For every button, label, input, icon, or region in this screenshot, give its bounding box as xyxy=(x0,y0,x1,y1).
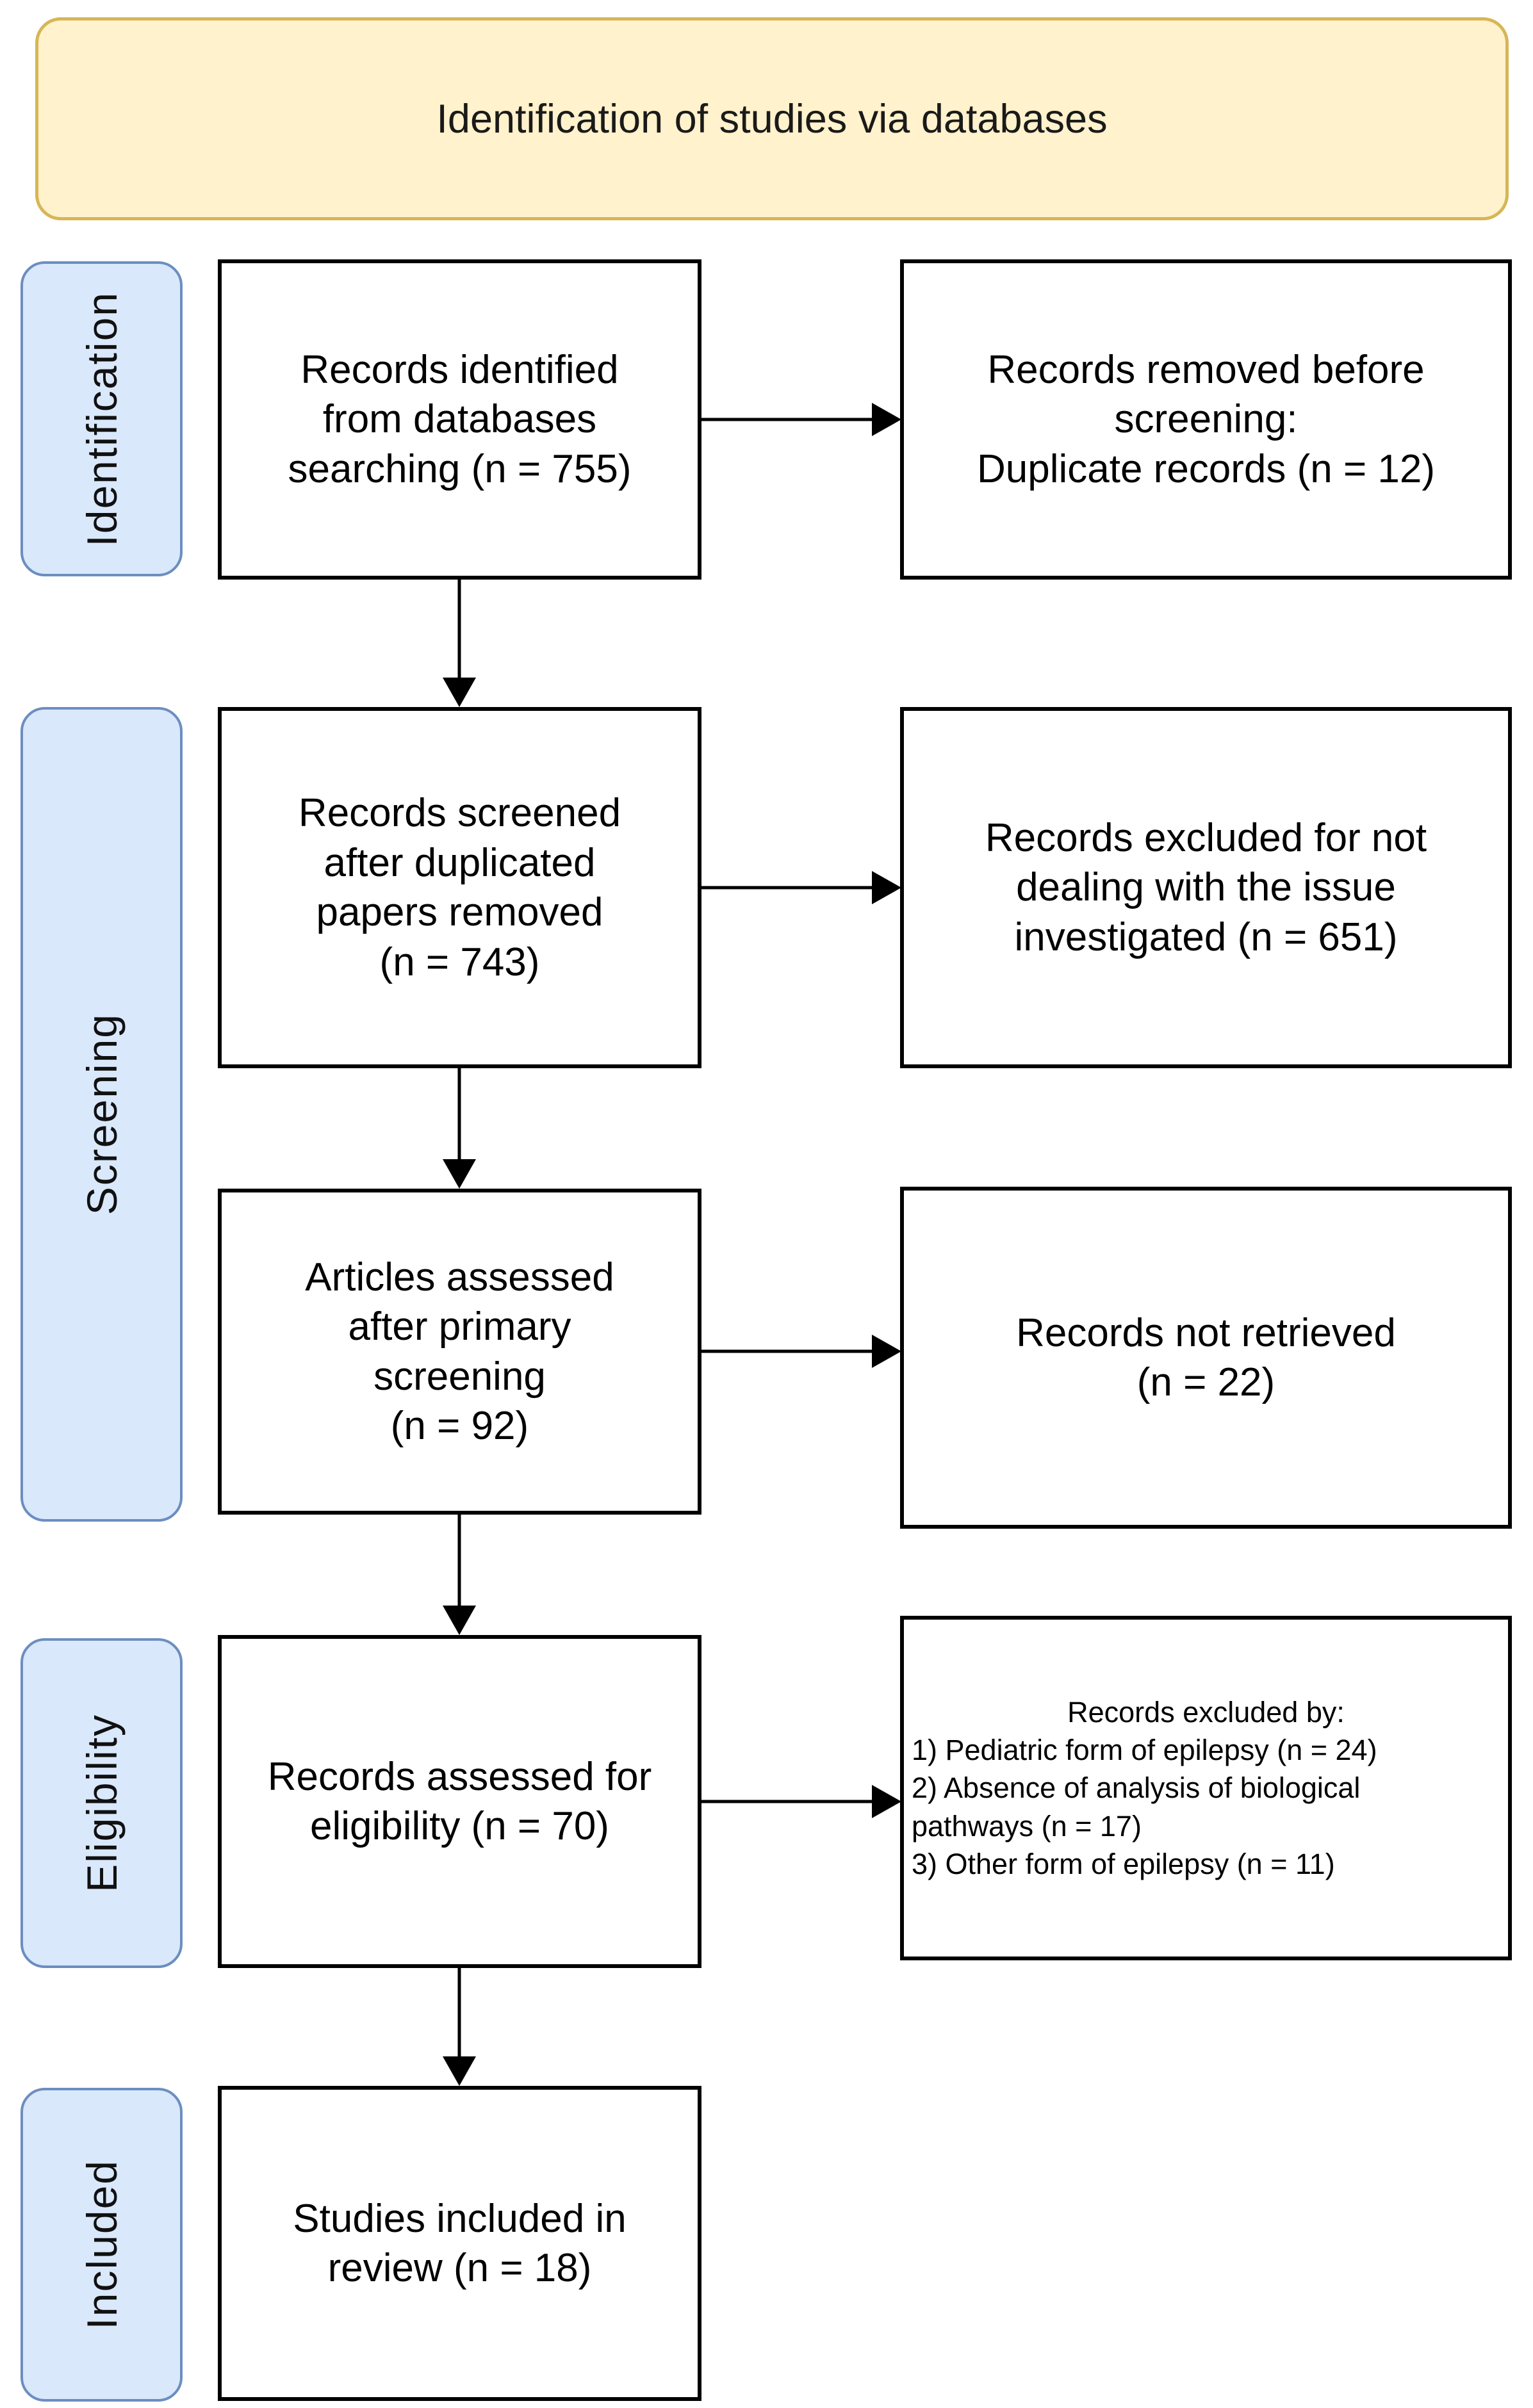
arrow-articles-to-eligibility xyxy=(443,1515,476,1635)
arrow-shaft xyxy=(457,1968,461,2062)
arrow-head-down-icon xyxy=(443,1159,476,1189)
box-records-identified-text: Records identified from databases search… xyxy=(288,347,632,491)
box-studies-included-text: Studies included in review (n = 18) xyxy=(293,2196,627,2291)
box-records-assessed-eligibility: Records assessed for eligibility (n = 70… xyxy=(218,1635,701,1968)
arrow-head-right-icon xyxy=(872,1335,901,1368)
arrow-eligibility-to-included xyxy=(443,1968,476,2086)
stage-label-identification-text: Identification xyxy=(78,291,126,547)
arrow-articles-to-not-retrieved xyxy=(701,1335,901,1368)
box-records-identified: Records identified from databases search… xyxy=(218,259,701,580)
box-records-removed-text: Records removed before screening: Duplic… xyxy=(976,347,1436,491)
arrow-screened-to-articles xyxy=(443,1068,476,1189)
box-records-excluded-by: Records excluded by: 1) Pediatric form o… xyxy=(900,1616,1512,1960)
stage-label-screening-text: Screening xyxy=(78,1013,126,1216)
box-records-screened: Records screened after duplicated papers… xyxy=(218,707,701,1068)
box-records-screened-text: Records screened after duplicated papers… xyxy=(298,791,621,984)
arrow-shaft xyxy=(701,1800,877,1803)
stage-label-included: Included xyxy=(20,2088,183,2402)
box-articles-assessed: Articles assessed after primary screenin… xyxy=(218,1189,701,1515)
arrow-shaft xyxy=(457,1068,461,1164)
arrow-head-down-icon xyxy=(443,2056,476,2086)
arrow-head-right-icon xyxy=(872,1785,901,1818)
records-excluded-by-title: Records excluded by: xyxy=(1067,1695,1345,1729)
box-records-not-retrieved-text: Records not retrieved (n = 22) xyxy=(1016,1310,1396,1405)
arrow-shaft xyxy=(701,418,877,421)
arrow-identified-to-removed xyxy=(701,403,901,436)
banner-title: Identification of studies via databases xyxy=(436,96,1108,142)
arrow-head-down-icon xyxy=(443,678,476,707)
stage-label-identification: Identification xyxy=(20,261,183,576)
arrow-shaft xyxy=(701,886,877,890)
arrow-identified-to-screened xyxy=(443,580,476,707)
arrow-screened-to-excluded-issue xyxy=(701,871,901,904)
banner: Identification of studies via databases xyxy=(35,17,1509,220)
records-excluded-by-items: 1) Pediatric form of epilepsy (n = 24) 2… xyxy=(912,1733,1377,1881)
records-excluded-by-list: Records excluded by: 1) Pediatric form o… xyxy=(904,1620,1508,1956)
arrow-shaft xyxy=(457,1515,461,1611)
arrow-shaft xyxy=(457,580,461,683)
arrow-head-down-icon xyxy=(443,1606,476,1635)
arrow-head-right-icon xyxy=(872,871,901,904)
arrow-shaft xyxy=(701,1349,877,1353)
arrow-head-right-icon xyxy=(872,403,901,436)
box-records-removed-before-screening: Records removed before screening: Duplic… xyxy=(900,259,1512,580)
stage-label-eligibility-text: Eligibility xyxy=(78,1714,126,1892)
box-records-assessed-eligibility-text: Records assessed for eligibility (n = 70… xyxy=(267,1754,652,1849)
arrow-eligibility-to-excluded-by xyxy=(701,1785,901,1818)
box-records-not-retrieved: Records not retrieved (n = 22) xyxy=(900,1187,1512,1529)
box-records-excluded-issue: Records excluded for not dealing with th… xyxy=(900,707,1512,1068)
box-records-excluded-issue-text: Records excluded for not dealing with th… xyxy=(985,815,1427,959)
box-articles-assessed-text: Articles assessed after primary screenin… xyxy=(305,1255,614,1449)
stage-label-included-text: Included xyxy=(78,2160,126,2330)
box-studies-included: Studies included in review (n = 18) xyxy=(218,2086,701,2401)
stage-label-eligibility: Eligibility xyxy=(20,1638,183,1968)
stage-label-screening: Screening xyxy=(20,707,183,1522)
